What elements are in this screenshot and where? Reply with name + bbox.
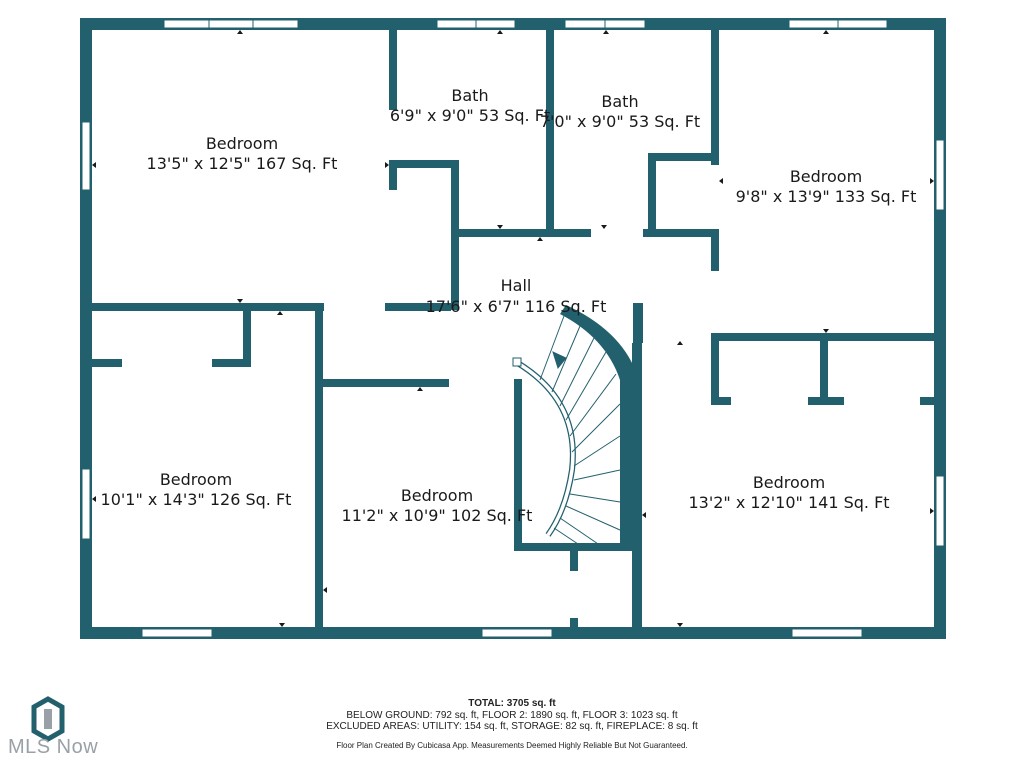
wall-bedroom3-top <box>315 379 449 387</box>
window-bottom-1 <box>141 628 213 638</box>
wall-closet4-mid <box>820 341 828 405</box>
room-dims-hall: 17'6" x 6'7" 116 Sq. Ft <box>426 297 607 316</box>
wall-bath-inner <box>397 160 459 168</box>
room-name-bedroom-5: Bedroom <box>753 473 825 492</box>
window-left-2 <box>81 468 91 540</box>
room-name-bedroom-3: Bedroom <box>401 486 473 505</box>
excluded-areas: EXCLUDED AREAS: UTILITY: 154 sq. ft, STO… <box>326 721 698 732</box>
room-labels: Bedroom 13'5" x 12'5" 167 Sq. Ft Bath 6'… <box>101 86 917 525</box>
wall-closet4-left <box>711 341 719 405</box>
room-name-bedroom-1: Bedroom <box>206 134 278 153</box>
wall-bedroom2-right-lower <box>315 379 323 627</box>
staircase <box>512 315 621 549</box>
window-mullions <box>208 20 839 28</box>
wall-closet3-left-lower <box>570 618 578 627</box>
wall-bedroom1-right-upper <box>389 30 397 110</box>
room-dims-bedroom-3: 11'2" x 10'9" 102 Sq. Ft <box>342 506 533 525</box>
wall-closet2-bottom-b <box>212 359 251 367</box>
window-bottom-3 <box>791 628 863 638</box>
wall-stair-bottom <box>514 543 640 551</box>
door-markers <box>92 30 934 627</box>
room-name-bedroom-4: Bedroom <box>790 167 862 186</box>
wall-hall-left-bottom <box>385 303 451 311</box>
room-dims-bedroom-4: 9'8" x 13'9" 133 Sq. Ft <box>736 187 917 206</box>
window-left-1 <box>81 121 91 191</box>
wall-hall-right-post <box>633 303 643 343</box>
wall-bath2-bottom <box>643 229 719 237</box>
wall-bath-divider <box>546 30 554 235</box>
room-dims-bath-1: 6'9" x 9'0" 53 Sq. Ft <box>390 106 550 125</box>
wall-closet-top <box>648 153 719 161</box>
wall-bedroom2-right <box>315 311 323 379</box>
logo-text: MLS Now <box>8 736 99 758</box>
wall-bedroom4-bottom <box>711 333 934 341</box>
floor-plan: Bedroom 13'5" x 12'5" 167 Sq. Ft Bath 6'… <box>80 18 946 639</box>
room-name-bedroom-2: Bedroom <box>160 470 232 489</box>
wall-bedroom4-left <box>711 229 719 271</box>
wall-closet-left <box>648 153 656 237</box>
wall-closet4-bottom-a <box>711 397 731 405</box>
stair-direction-arrow <box>552 351 567 370</box>
window-top-1 <box>163 19 299 29</box>
credit-note: Floor Plan Created By Cubicasa App. Meas… <box>336 741 688 750</box>
total-area: TOTAL: 3705 sq. ft <box>468 698 556 709</box>
windows <box>81 19 945 638</box>
room-name-hall: Hall <box>501 276 532 295</box>
window-right-1 <box>935 139 945 211</box>
area-breakdown: BELOW GROUND: 792 sq. ft, FLOOR 2: 1890 … <box>346 710 678 721</box>
wall-closet2-right <box>243 311 251 367</box>
stair-outer-wall <box>560 305 636 550</box>
mls-now-logo-icon <box>31 696 65 742</box>
window-bottom-2 <box>481 628 553 638</box>
wall-stair-right <box>632 343 642 627</box>
wall-stair-left <box>514 379 522 551</box>
stair-newel <box>512 357 522 367</box>
wall-bedroom1-right-lower <box>389 160 397 190</box>
wall-bath-bottom <box>451 229 591 237</box>
wall-closet3-left <box>570 551 578 571</box>
exterior-wall-left <box>80 18 92 639</box>
room-dims-bedroom-1: 13'5" x 12'5" 167 Sq. Ft <box>147 154 338 173</box>
room-dims-bath-2: 7'0" x 9'0" 53 Sq. Ft <box>540 112 700 131</box>
window-right-2 <box>935 475 945 547</box>
wall-bath2-right <box>711 30 719 165</box>
room-name-bath-2: Bath <box>601 92 638 111</box>
room-dims-bedroom-2: 10'1" x 14'3" 126 Sq. Ft <box>101 490 292 509</box>
wall-bedroom1-bottom <box>92 303 324 311</box>
room-dims-bedroom-5: 13'2" x 12'10" 141 Sq. Ft <box>688 493 889 512</box>
room-name-bath-1: Bath <box>451 86 488 105</box>
wall-closet2-bottom-a <box>92 359 122 367</box>
wall-closet4-bottom-c <box>920 397 934 405</box>
wall-closet4-bottom-b <box>808 397 844 405</box>
